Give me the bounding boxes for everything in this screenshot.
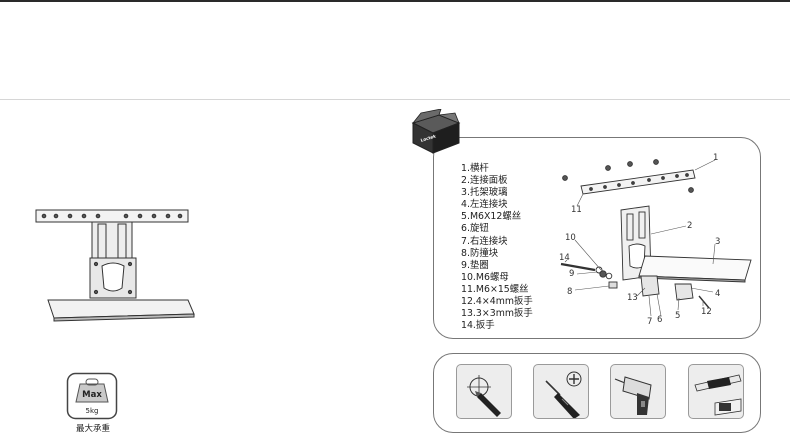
package-box-icon xyxy=(411,109,461,154)
parts-list-panel xyxy=(433,137,761,339)
parts-list-item: 8.防撞块 xyxy=(461,247,499,259)
parts-list-item: 4.左连接块 xyxy=(461,199,508,211)
parts-list-item: 6.旋钮 xyxy=(461,223,489,235)
parts-list-item: 13.3×3mm扳手 xyxy=(461,308,533,320)
max-label: Max xyxy=(82,390,102,400)
drill-bit-tool-icon xyxy=(456,364,512,419)
parts-list: 1.横杆 2.连接面板 3.托架玻璃 4.左连接块 5.M6X12螺丝 6.旋钮… xyxy=(461,163,533,332)
callout-label: 7 xyxy=(647,317,652,327)
callout-label: 10 xyxy=(565,233,576,243)
section-divider xyxy=(0,99,790,100)
callout-label: 11 xyxy=(571,205,582,215)
parts-list-item: 12.4×4mm扳手 xyxy=(461,296,533,308)
parts-list-item: 10.M6螺母 xyxy=(461,271,509,283)
tape-measure-tool-icon xyxy=(688,364,744,419)
parts-list-item: 11.M6×15螺丝 xyxy=(461,283,529,295)
max-load-caption: 最大承重 xyxy=(75,424,110,434)
parts-list-item: 14.扳手 xyxy=(461,320,495,332)
parts-list-item: 1.横杆 xyxy=(461,163,489,174)
parts-list-item: 2.连接面板 xyxy=(461,175,508,187)
callout-label: 4 xyxy=(715,289,720,299)
callout-label: 13 xyxy=(627,293,638,303)
top-border-line xyxy=(0,0,790,2)
callout-label: 14 xyxy=(559,253,570,263)
screwdriver-tool-icon xyxy=(533,364,589,419)
parts-list-item: 7.右连接块 xyxy=(461,235,508,247)
callout-label: 8 xyxy=(567,287,572,297)
callout-label: 12 xyxy=(701,307,712,317)
power-drill-tool-icon xyxy=(610,364,666,419)
callout-label: 5 xyxy=(675,311,680,321)
callout-label: 1 xyxy=(713,153,718,163)
callout-label: 9 xyxy=(569,269,574,279)
parts-list-item: 5.M6X12螺丝 xyxy=(461,211,522,223)
callout-label: 2 xyxy=(687,221,692,231)
parts-list-item: 9.垫圈 xyxy=(461,259,489,271)
max-weight-badge-icon: Max 5kg xyxy=(66,372,118,420)
exploded-parts-diagram: 1 11 2 3 10 14 9 8 13 7 6 5 4 12 xyxy=(559,153,752,327)
tools-panel xyxy=(433,353,761,433)
parts-list-item: 3.托架玻璃 xyxy=(461,187,508,199)
weight-value: 5kg xyxy=(86,407,99,415)
callout-label: 6 xyxy=(657,315,662,325)
callout-label: 3 xyxy=(715,237,720,247)
assembled-stand-illustration xyxy=(35,209,195,322)
